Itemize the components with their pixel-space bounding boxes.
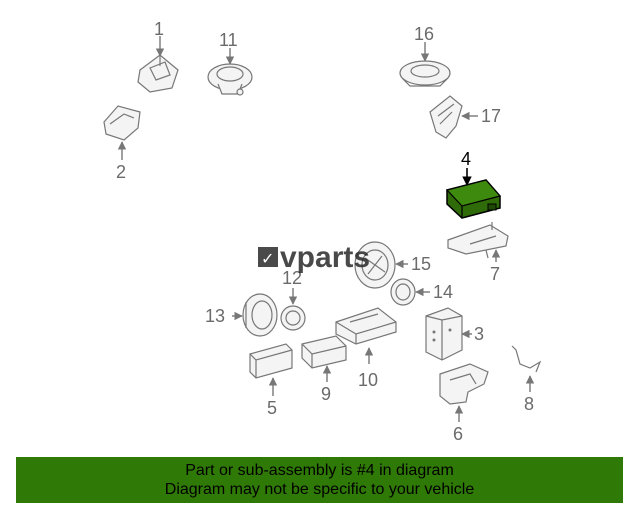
part-14-tweeter[interactable] xyxy=(390,278,416,306)
callout-13[interactable]: 13 xyxy=(205,306,225,326)
part-7-bracket[interactable] xyxy=(447,222,509,259)
part-2-bracket[interactable] xyxy=(103,105,141,141)
callout-2[interactable]: 2 xyxy=(116,162,126,182)
callout-15[interactable]: 15 xyxy=(411,254,431,274)
watermark-brand: vparts xyxy=(280,241,370,274)
part-6-bracket[interactable] xyxy=(439,363,489,405)
callout-1[interactable]: 1 xyxy=(154,19,164,39)
part-8-clip[interactable] xyxy=(511,345,542,373)
callout-11[interactable]: 11 xyxy=(219,30,238,50)
watermark-logo: ✓ vparts xyxy=(258,241,370,274)
callout-12[interactable]: 12 xyxy=(282,268,302,288)
part-15-speaker[interactable] xyxy=(354,241,396,289)
part-17-grille[interactable] xyxy=(429,95,463,139)
callout-8[interactable]: 8 xyxy=(524,394,534,414)
callout-5[interactable]: 5 xyxy=(267,398,277,418)
part-3-module[interactable] xyxy=(425,307,463,361)
part-12-tweeter[interactable] xyxy=(280,305,306,331)
part-11-speaker[interactable] xyxy=(207,63,253,96)
banner-line-2: Diagram may not be specific to your vehi… xyxy=(164,481,475,498)
callout-6[interactable]: 6 xyxy=(453,424,463,444)
banner-line-1: Part or sub-assembly is #4 in diagram xyxy=(185,462,454,479)
part-4-amplifier[interactable] xyxy=(445,179,502,219)
callout-14[interactable]: 14 xyxy=(433,282,453,302)
callout-3[interactable]: 3 xyxy=(474,324,484,344)
info-banner: Part or sub-assembly is #4 in diagram Di… xyxy=(16,457,623,503)
callout-9[interactable]: 9 xyxy=(321,384,331,404)
part-16-speaker[interactable] xyxy=(399,60,451,87)
callout-16[interactable]: 16 xyxy=(414,24,434,44)
part-13-woofer[interactable] xyxy=(242,293,278,337)
callout-7[interactable]: 7 xyxy=(490,264,500,284)
callout-4[interactable]: 4 xyxy=(461,149,471,169)
check-mark-icon: ✓ xyxy=(261,249,274,268)
callout-10[interactable]: 10 xyxy=(358,370,378,390)
part-1-tweeter[interactable] xyxy=(137,54,179,93)
part-5-module[interactable] xyxy=(249,343,293,379)
part-9-module[interactable] xyxy=(301,335,347,369)
part-10-module[interactable] xyxy=(335,307,397,345)
parts-diagram: 1 2 11 16 17 4 7 xyxy=(103,19,542,444)
callout-17[interactable]: 17 xyxy=(481,106,501,126)
